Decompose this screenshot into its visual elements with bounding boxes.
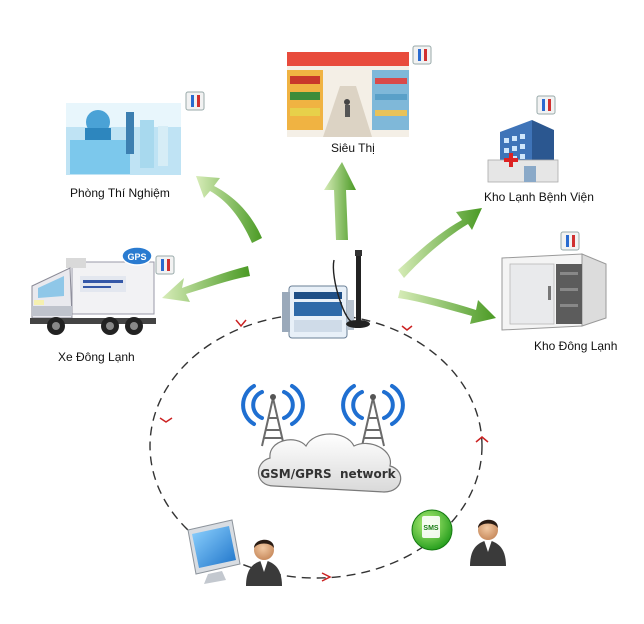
- dashed-loop: [149, 313, 483, 579]
- freezer-image: [501, 253, 607, 331]
- label-freezer: Kho Đông Lạnh: [534, 339, 618, 353]
- loop-marker: [401, 325, 413, 331]
- thermometer-badge-icon: [412, 45, 432, 65]
- label-supermarket: Siêu Thị: [331, 141, 375, 155]
- loop-marker: [159, 417, 173, 423]
- arrow-to-lab: [196, 176, 262, 243]
- green-arrows: [162, 162, 496, 324]
- sms-icon-label: SMS: [423, 525, 439, 532]
- loop-direction-markers: [159, 319, 489, 582]
- arrow-to-supermarket: [324, 162, 356, 240]
- gps-badge-label: GPS: [127, 252, 146, 262]
- gps-badge: GPS: [121, 246, 153, 266]
- user-avatar-right: [470, 519, 506, 566]
- arrow-to-freezer: [398, 290, 496, 324]
- truck-image: [30, 258, 156, 335]
- label-hospital: Kho Lạnh Bệnh Viện: [484, 190, 594, 204]
- loop-marker: [321, 572, 332, 582]
- thermometer-badge-icon: [560, 231, 580, 251]
- sms-icon: SMS: [411, 509, 453, 551]
- thermometer-badge-icon: [536, 95, 556, 115]
- cell-tower-right: [341, 384, 405, 447]
- supermarket-image: [287, 52, 409, 137]
- loop-marker: [475, 436, 489, 443]
- gsm-device: [282, 250, 370, 339]
- loop-marker: [235, 319, 247, 328]
- hospital-image: [487, 120, 559, 183]
- network-cloud: GSM/GPRS network: [257, 433, 402, 493]
- cell-tower-left: [241, 384, 305, 447]
- arrow-to-hospital: [398, 208, 482, 278]
- thermometer-badge-icon: [155, 255, 175, 275]
- network-label: GSM/GPRS network: [260, 467, 396, 481]
- label-lab: Phòng Thí Nghiệm: [70, 186, 170, 200]
- arrow-to-truck: [162, 266, 250, 302]
- label-truck: Xe Đông Lạnh: [58, 350, 135, 364]
- lab-image: [66, 103, 181, 175]
- computer-monitor-icon: [187, 519, 241, 584]
- user-avatar-left: [246, 539, 282, 586]
- thermometer-badge-icon: [185, 91, 205, 111]
